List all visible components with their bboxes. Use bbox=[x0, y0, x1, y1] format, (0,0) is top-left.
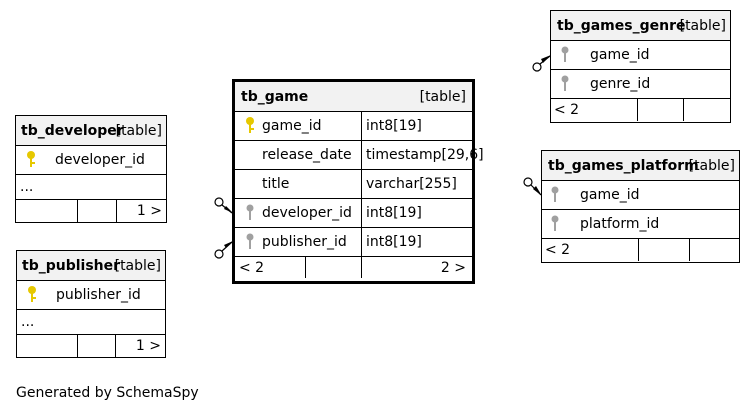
games-platform-fk-connector bbox=[523, 177, 542, 196]
primary-key-icon bbox=[26, 150, 36, 168]
cell-divider bbox=[361, 112, 362, 140]
column-row[interactable]: publisher_id int8[19] bbox=[235, 227, 472, 256]
cell-divider bbox=[637, 99, 638, 121]
table-footer: < 2 bbox=[551, 98, 730, 121]
column-row[interactable]: genre_id bbox=[551, 69, 730, 98]
foreign-key-icon bbox=[245, 203, 255, 221]
table-name: tb_game bbox=[241, 88, 309, 105]
table-name: tb_games_genre bbox=[557, 17, 686, 34]
generated-by-footer: Generated by SchemaSpy bbox=[16, 385, 199, 401]
cell-divider bbox=[305, 257, 306, 278]
column-name: developer_id bbox=[55, 152, 145, 168]
parents-link[interactable]: < 2 bbox=[239, 259, 265, 276]
column-type: varchar[255] bbox=[366, 176, 457, 192]
column-name: publisher_id bbox=[56, 287, 141, 303]
column-type: timestamp[29,6] bbox=[366, 147, 484, 163]
column-row[interactable]: game_id int8[19] bbox=[235, 111, 472, 140]
cell-divider bbox=[361, 257, 362, 278]
table-tb_publisher[interactable]: tb_publisher [table] publisher_id ... 1 … bbox=[16, 250, 166, 358]
table-type-label: [table] bbox=[115, 122, 162, 139]
column-name: release_date bbox=[262, 147, 352, 163]
column-type: int8[19] bbox=[366, 205, 422, 221]
publisher-fk-connector bbox=[214, 241, 233, 259]
cell-divider bbox=[683, 99, 684, 121]
table-tb_game[interactable]: tb_game [table] game_id int8[19] release… bbox=[232, 79, 484, 284]
foreign-key-icon bbox=[550, 185, 560, 203]
primary-key-icon bbox=[245, 116, 255, 134]
foreign-key-icon bbox=[560, 45, 570, 63]
table-type-label: [table] bbox=[679, 17, 726, 34]
column-row[interactable]: developer_id int8[19] bbox=[235, 198, 472, 227]
column-name: platform_id bbox=[580, 216, 660, 232]
table-type-label: [table] bbox=[688, 157, 735, 174]
table-header: tb_games_genre [table] bbox=[551, 11, 730, 40]
table-tb_developer[interactable]: tb_developer [table] developer_id ... 1 … bbox=[15, 115, 167, 223]
foreign-key-icon bbox=[560, 74, 570, 92]
column-name: genre_id bbox=[590, 76, 651, 92]
primary-key-icon bbox=[27, 285, 37, 303]
table-tb_games_genre[interactable]: tb_games_genre [table] game_id genre_id … bbox=[550, 10, 731, 123]
table-type-label: [table] bbox=[114, 257, 161, 274]
cell-divider bbox=[361, 199, 362, 227]
ellipsis-row: ... bbox=[16, 174, 166, 199]
column-row[interactable]: game_id bbox=[551, 40, 730, 69]
table-header: tb_games_platform [table] bbox=[542, 151, 739, 180]
table-footer: < 2 bbox=[542, 238, 739, 261]
cell-divider bbox=[361, 170, 362, 198]
cell-divider bbox=[638, 239, 639, 261]
foreign-key-icon bbox=[245, 232, 255, 250]
column-row[interactable]: platform_id bbox=[542, 209, 739, 238]
column-type: int8[19] bbox=[366, 234, 422, 250]
column-name: game_id bbox=[590, 47, 650, 63]
column-row[interactable]: game_id bbox=[542, 180, 739, 209]
table-tb_games_platform[interactable]: tb_games_platform [table] game_id platfo… bbox=[541, 150, 740, 263]
parents-link[interactable]: < 2 bbox=[545, 242, 571, 258]
children-link[interactable]: 1 > bbox=[136, 203, 162, 219]
table-name: tb_publisher bbox=[22, 257, 121, 274]
column-name: game_id bbox=[262, 118, 322, 134]
table-header: tb_publisher [table] bbox=[17, 251, 165, 280]
table-footer: 1 > bbox=[17, 334, 165, 357]
column-name: developer_id bbox=[262, 205, 352, 221]
cell-divider bbox=[77, 335, 78, 357]
column-row[interactable]: release_date timestamp[29,6] bbox=[235, 140, 484, 169]
column-row[interactable]: publisher_id bbox=[17, 280, 165, 309]
column-type: int8[19] bbox=[366, 118, 422, 134]
table-type-label: [table] bbox=[419, 88, 466, 105]
column-row[interactable]: developer_id bbox=[16, 145, 166, 174]
table-name: tb_developer bbox=[21, 122, 124, 139]
cell-divider bbox=[361, 141, 362, 169]
ellipsis-row: ... bbox=[17, 309, 165, 334]
cell-divider bbox=[689, 239, 690, 261]
developer-fk-connector bbox=[214, 197, 233, 214]
table-header: tb_game [table] bbox=[235, 82, 472, 111]
cell-divider bbox=[361, 228, 362, 256]
column-name: publisher_id bbox=[262, 234, 347, 250]
cell-divider bbox=[116, 200, 117, 222]
more-columns: ... bbox=[21, 314, 35, 330]
table-name: tb_games_platform bbox=[548, 157, 699, 174]
foreign-key-icon bbox=[550, 214, 560, 232]
more-columns: ... bbox=[20, 179, 34, 195]
cell-divider bbox=[115, 335, 116, 357]
column-row[interactable]: title varchar[255] bbox=[235, 169, 472, 198]
games-genre-fk-connector bbox=[532, 55, 551, 72]
cell-divider bbox=[77, 200, 78, 222]
table-footer: 1 > bbox=[16, 199, 166, 222]
table-footer: < 2 2 > bbox=[235, 256, 472, 278]
children-link[interactable]: 1 > bbox=[135, 338, 161, 354]
children-link[interactable]: 2 > bbox=[440, 259, 466, 276]
parents-link[interactable]: < 2 bbox=[554, 102, 580, 118]
column-name: game_id bbox=[580, 187, 640, 203]
table-header: tb_developer [table] bbox=[16, 116, 166, 145]
column-name: title bbox=[262, 176, 290, 192]
